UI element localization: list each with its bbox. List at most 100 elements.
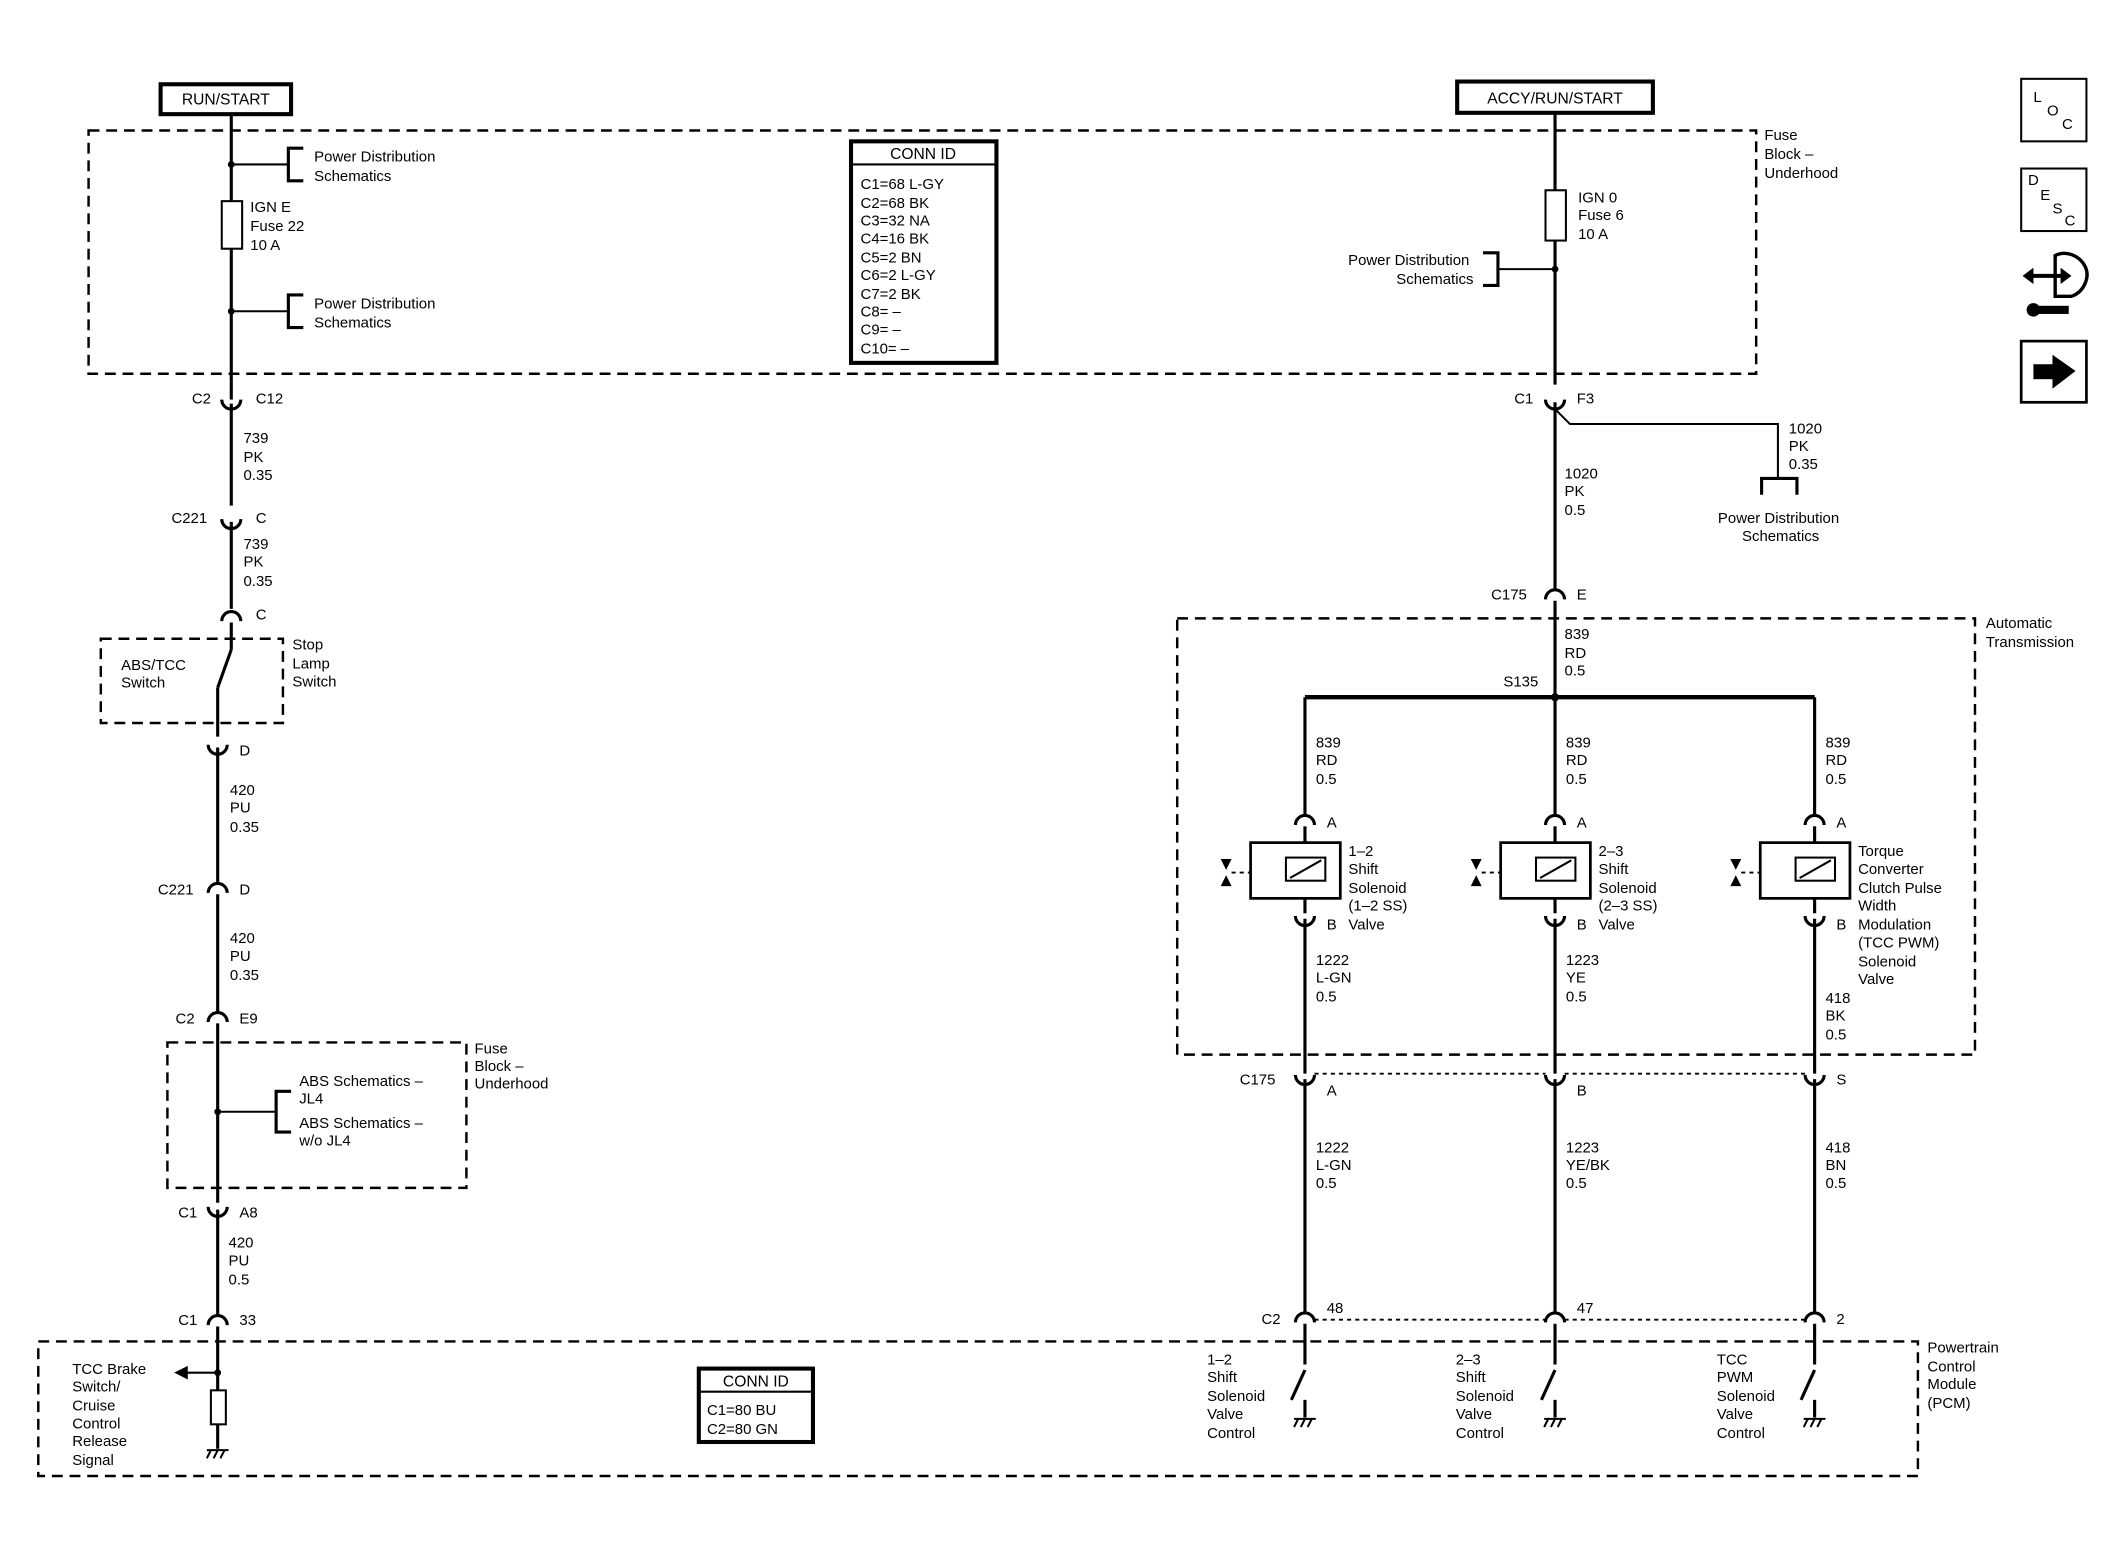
svg-text:D: D: [2028, 172, 2039, 189]
wire-420-label-a: 420 PU 0.35: [230, 782, 259, 836]
conn-id-title: CONN ID: [890, 146, 956, 163]
accy-run-start-label: ACCY/RUN/START: [1487, 90, 1623, 107]
stop-lamp-switch-label: Stop Lamp Switch: [292, 637, 336, 691]
accy-run-start-source: ACCY/RUN/START: [1455, 79, 1655, 115]
fuse-6-symbol: [1544, 189, 1567, 242]
connector-label: C175: [1240, 1072, 1276, 1089]
run-start-source: RUN/START: [158, 82, 294, 117]
pcm-driver-1-2: [1289, 1323, 1316, 1428]
connector-label: E9: [239, 1010, 257, 1027]
wire-1020-label-a: 1020 PK 0.35: [1789, 421, 1826, 473]
svg-text:L: L: [2033, 89, 2041, 106]
svg-text:A: A: [1327, 815, 1337, 832]
solenoid-1-2-label: 1–2 Shift Solenoid (1–2 SS) Valve: [1348, 843, 1411, 933]
abs-wo-jl4-label: ABS Schematics – w/o JL4: [298, 1115, 427, 1150]
connector-label: C1: [178, 1205, 197, 1222]
pds-label-2: Power Distribution Schematics: [314, 296, 439, 332]
connector-label: C12: [256, 391, 283, 408]
ground-icon: [205, 1449, 229, 1459]
svg-text:A: A: [1836, 815, 1846, 832]
pcm-ctrl-2-3-label: 2–3 Shift Solenoid Valve Control: [1456, 1352, 1518, 1442]
fuse-block-label: Fuse Block – Underhood: [1764, 127, 1838, 182]
wire-839-label-main: 839 RD 0.5: [1565, 626, 1594, 680]
pcm-ctrl-1-2-label: 1–2 Shift Solenoid Valve Control: [1207, 1352, 1269, 1442]
loc-icon: L O C: [2033, 89, 2073, 133]
svg-text:O: O: [2047, 103, 2059, 120]
connector-label: C221: [158, 881, 194, 898]
abs-jl4-label: ABS Schematics – JL4: [299, 1073, 427, 1108]
connector-label: F3: [1577, 391, 1594, 408]
fuse-block-outline: [87, 129, 1758, 375]
connector-label: D: [239, 881, 250, 898]
svg-text:C1=80 BU C2=80 GN: C1=80 BU C2=80 GN: [707, 1402, 781, 1438]
svg-text:B: B: [1577, 1082, 1587, 1099]
signal-arrow-icon: [174, 1365, 188, 1380]
tcc-signal-label: TCC Brake Switch/ Cruise Control Release…: [72, 1361, 150, 1469]
pds-label-3: Power Distribution Schematics: [1348, 252, 1473, 288]
solenoid-2-3-label: 2–3 Shift Solenoid (2–3 SS) Valve: [1599, 843, 1662, 933]
automatic-transmission-outline: [1175, 617, 1977, 1056]
loc-button[interactable]: L O C: [2020, 77, 2088, 143]
wire-739-label-a: 739 PK 0.35: [244, 430, 273, 484]
connector-label: C1: [1514, 391, 1533, 408]
connector-label: C2: [192, 391, 211, 408]
conn-id-table: CONN ID C1=68 L-GY C2=68 BK C3=32 NA C4=…: [848, 139, 999, 365]
svg-text:CONN ID: CONN ID: [723, 1373, 789, 1390]
fuse-22-symbol: [220, 200, 244, 250]
pds-label-1: Power Distribution Schematics: [314, 149, 439, 185]
fuse-block-lower-outline: [166, 1041, 468, 1190]
svg-text:B: B: [1577, 917, 1587, 934]
wire-1020-label-b: 1020 PK 0.5: [1565, 465, 1602, 519]
svg-text:C: C: [2062, 116, 2073, 133]
pcm-outline: [37, 1340, 1920, 1478]
connector-c1-33: [206, 1314, 229, 1326]
wire-420-label-c: 420 PU 0.5: [229, 1235, 258, 1289]
splice-s135-label: S135: [1503, 673, 1538, 690]
connector-label: E: [1577, 586, 1587, 603]
desc-button[interactable]: D E S C: [2020, 167, 2088, 233]
svg-text:E: E: [2040, 187, 2050, 204]
connector-label: C221: [171, 510, 207, 527]
svg-text:A: A: [1327, 1082, 1337, 1099]
connector-label: A8: [239, 1205, 257, 1222]
connector-label: C2: [1261, 1311, 1280, 1328]
svg-text:A: A: [1577, 815, 1587, 832]
wire-420-label-b: 420 PU 0.35: [230, 930, 259, 984]
connector-label: D: [239, 743, 250, 760]
svg-text:48: 48: [1327, 1300, 1344, 1317]
left-circuit: [220, 114, 304, 382]
connector-swap-button[interactable]: [2022, 251, 2089, 317]
fuse-22-label: IGN E Fuse 22 10 A: [250, 199, 308, 254]
connector-label: C: [256, 510, 267, 527]
solenoid-2-3: [1470, 813, 1592, 1074]
connector-label: C175: [1491, 586, 1527, 603]
connector-label: C: [256, 607, 267, 624]
run-start-label: RUN/START: [182, 92, 270, 109]
pds-label-4: Power Distribution Schematics: [1718, 510, 1843, 545]
automatic-transmission-label: Automatic Transmission: [1986, 615, 2074, 651]
next-button[interactable]: [2019, 339, 2088, 404]
pcm-ctrl-tcc-label: TCC PWM Solenoid Valve Control: [1717, 1352, 1779, 1442]
switch-contact: [216, 649, 233, 689]
fuse-block-lower-label: Fuse Block – Underhood: [475, 1040, 549, 1092]
wire-739-label-b: 739 PK 0.35: [244, 536, 273, 590]
connector-label: 33: [239, 1312, 256, 1329]
solenoid-tcc-pwm: [1730, 813, 1852, 1074]
conn-id-table-pcm: CONN ID C1=80 BU C2=80 GN: [696, 1366, 816, 1445]
pcm-driver-tcc: [1799, 1323, 1826, 1428]
abs-tcc-switch-label: ABS/TCC Switch: [121, 657, 190, 692]
connector-label: C1: [178, 1312, 197, 1329]
connector-label: C2: [176, 1010, 195, 1027]
connector-c-switch: [220, 610, 243, 622]
fuse-6-label: IGN 0 Fuse 6 10 A: [1578, 190, 1628, 244]
desc-icon: D E S C: [2028, 172, 2076, 230]
svg-text:B: B: [1836, 917, 1846, 934]
